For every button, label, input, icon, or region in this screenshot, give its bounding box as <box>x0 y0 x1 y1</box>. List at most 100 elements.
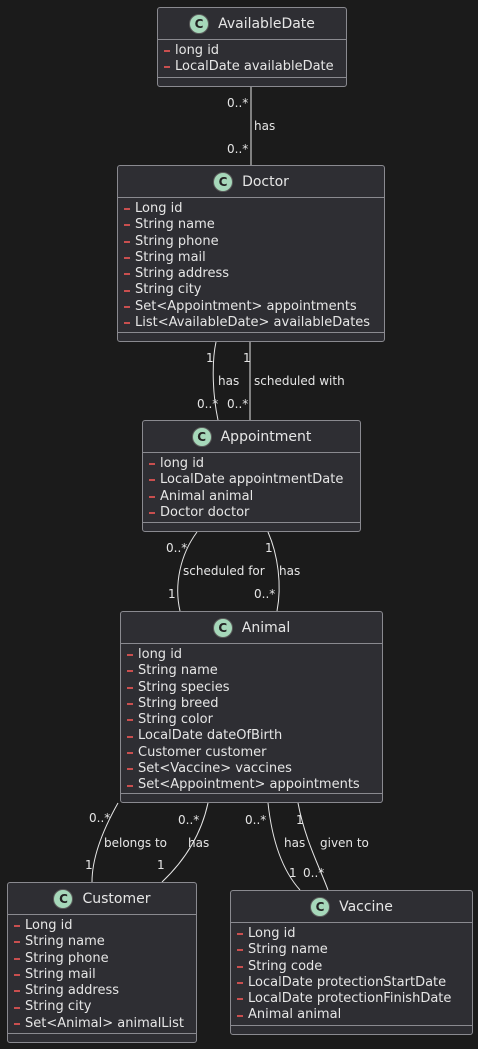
methods-separator <box>231 1025 472 1026</box>
class-badge-icon: C <box>53 888 74 909</box>
private-visibility-icon <box>127 654 133 657</box>
multiplicity: 1 <box>243 351 251 365</box>
multiplicity: 0..* <box>227 397 249 411</box>
class-name: Customer <box>82 890 151 907</box>
attribute-text: String name <box>138 663 218 679</box>
private-visibility-icon <box>237 949 243 952</box>
relation-label: has <box>279 564 301 578</box>
attribute-text: long id <box>175 43 220 58</box>
attribute-row: long id <box>127 647 382 663</box>
relation-label: has <box>254 119 276 133</box>
attribute-row: Animal animal <box>149 489 360 505</box>
methods-separator <box>121 793 382 794</box>
relation-label: has <box>284 836 306 850</box>
attribute-row: long id <box>164 43 346 59</box>
attribute-text: String name <box>25 934 105 950</box>
multiplicity: 1 <box>289 866 297 880</box>
attribute-row: Set<Animal> animalList <box>14 1016 196 1032</box>
private-visibility-icon <box>149 512 155 515</box>
private-visibility-icon <box>124 240 130 243</box>
private-visibility-icon <box>127 784 133 787</box>
attribute-row: LocalDate protectionFinishDate <box>237 991 472 1007</box>
private-visibility-icon <box>127 686 133 689</box>
attribute-text: String code <box>248 958 323 974</box>
edge-appointment-animal-has <box>267 531 280 612</box>
attribute-row: Doctor doctor <box>149 505 360 521</box>
attribute-text: String address <box>25 983 120 999</box>
attribute-row: String phone <box>124 234 384 250</box>
private-visibility-icon <box>14 941 20 944</box>
private-visibility-icon <box>14 974 20 977</box>
edge-animal-vaccine-given <box>297 802 329 891</box>
multiplicity: 0..* <box>89 811 111 825</box>
attribute-row: Set<Appointment> appointments <box>124 299 384 315</box>
class-header: C Vaccine <box>231 891 472 923</box>
attribute-row: String color <box>127 712 382 728</box>
attribute-text: String city <box>135 282 202 298</box>
multiplicity: 0..* <box>197 397 219 411</box>
attribute-text: Set<Vaccine> vaccines <box>138 761 292 777</box>
private-visibility-icon <box>124 257 130 260</box>
multiplicity: 0..* <box>227 96 249 110</box>
private-visibility-icon <box>14 925 20 928</box>
edge-animal-customer-belongs <box>91 802 119 883</box>
private-visibility-icon <box>14 990 20 993</box>
attribute-text: Long id <box>135 201 183 216</box>
methods-separator <box>158 77 346 78</box>
attribute-text: Long id <box>25 918 73 933</box>
methods-separator <box>8 1033 196 1034</box>
attribute-text: LocalDate appointmentDate <box>160 472 344 488</box>
multiplicity: 0..* <box>245 813 267 827</box>
multiplicity: 0..* <box>178 813 200 827</box>
attribute-text: String name <box>248 942 328 958</box>
attribute-text: long id <box>138 647 183 662</box>
class-name: Doctor <box>242 173 289 190</box>
edge-doctor-appointment-has <box>212 341 219 421</box>
private-visibility-icon <box>124 273 130 276</box>
attribute-row: Long id <box>14 918 196 934</box>
private-visibility-icon <box>127 751 133 754</box>
methods-separator <box>118 332 384 333</box>
relation-label: scheduled for <box>183 564 265 578</box>
private-visibility-icon <box>124 289 130 292</box>
attribute-row: String phone <box>14 951 196 967</box>
attribute-text: Set<Animal> animalList <box>25 1015 185 1031</box>
attribute-text: String mail <box>25 966 96 982</box>
attribute-row: String species <box>127 680 382 696</box>
class-name: Appointment <box>220 428 312 445</box>
attribute-row: Set<Vaccine> vaccines <box>127 761 382 777</box>
attribute-row: Animal animal <box>237 1007 472 1023</box>
private-visibility-icon <box>124 305 130 308</box>
attribute-row: LocalDate dateOfBirth <box>127 728 382 744</box>
attribute-row: Customer customer <box>127 745 382 761</box>
multiplicity: 1 <box>265 541 273 555</box>
private-visibility-icon <box>127 703 133 706</box>
attribute-text: Set<Appointment> appointments <box>138 777 360 793</box>
private-visibility-icon <box>237 1014 243 1017</box>
class-badge-icon: C <box>310 896 331 917</box>
private-visibility-icon <box>164 50 170 53</box>
private-visibility-icon <box>127 670 133 673</box>
attribute-text: Set<Appointment> appointments <box>135 298 357 314</box>
private-visibility-icon <box>14 957 20 960</box>
attribute-row: String mail <box>14 967 196 983</box>
relation-label: has <box>188 836 210 850</box>
multiplicity: 1 <box>206 351 214 365</box>
attribute-text: String name <box>135 217 215 233</box>
multiplicity: 0..* <box>227 142 249 156</box>
class-name: Vaccine <box>339 898 393 915</box>
private-visibility-icon <box>237 965 243 968</box>
edge-animal-customer-has <box>161 802 209 883</box>
private-visibility-icon <box>149 463 155 466</box>
private-visibility-icon <box>237 933 243 936</box>
